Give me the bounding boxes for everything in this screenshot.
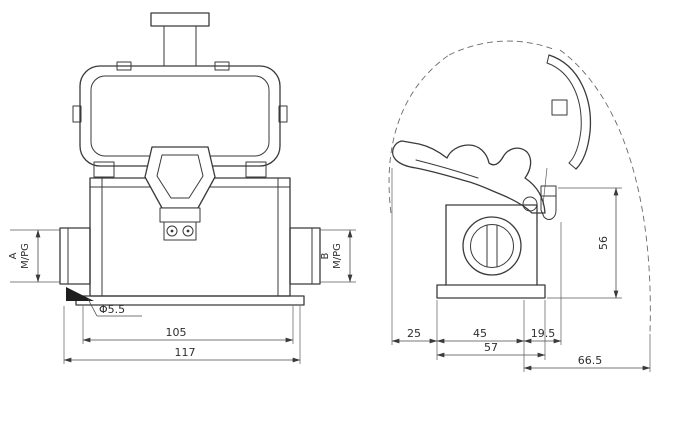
dim-bottom-chain: 25 45 19.5 57 66.5 bbox=[391, 168, 651, 372]
dim-105-label: 105 bbox=[166, 326, 187, 339]
dim-57-label: 57 bbox=[484, 341, 498, 354]
side-view: 56 25 45 19.5 57 66.5 bbox=[388, 40, 651, 372]
lever-pivot bbox=[522, 196, 538, 212]
port-b-thread-label: M/PG bbox=[332, 243, 343, 269]
dim-hole-diameter: Φ5.5 bbox=[87, 298, 142, 317]
open-cover bbox=[542, 54, 592, 206]
screw-left bbox=[166, 225, 178, 237]
dim-25-label: 25 bbox=[407, 327, 421, 340]
top-cap bbox=[150, 12, 210, 67]
latch-hook bbox=[540, 185, 557, 220]
dim-overall-width: 117 bbox=[63, 306, 301, 364]
locking-lever bbox=[392, 140, 557, 220]
cable-port-inner bbox=[470, 224, 514, 268]
dim-port-a: A M/PG bbox=[8, 229, 60, 283]
swing-arc-left bbox=[388, 54, 450, 214]
dim-inner-width: 105 bbox=[82, 306, 294, 344]
gland-boss-a bbox=[59, 227, 91, 285]
lever-swing-arcs bbox=[388, 40, 651, 333]
dim-45-label: 45 bbox=[473, 327, 487, 340]
dim-19-5-label: 19.5 bbox=[531, 327, 556, 340]
gland-boss-b bbox=[289, 227, 321, 285]
side-base-flange bbox=[436, 284, 546, 299]
swing-arc-right bbox=[559, 49, 651, 333]
center-latch bbox=[144, 146, 216, 241]
port-a-thread-label: M/PG bbox=[20, 243, 31, 269]
dim-117-label: 117 bbox=[175, 346, 196, 359]
dim-66-5-label: 66.5 bbox=[578, 354, 603, 367]
dim-port-b: B M/PG bbox=[320, 229, 356, 283]
dim-hole-label: Φ5.5 bbox=[99, 303, 125, 316]
swing-arc-top bbox=[448, 40, 554, 56]
dim-56-label: 56 bbox=[597, 236, 610, 250]
section-wedge bbox=[66, 287, 94, 301]
screw-right bbox=[182, 225, 194, 237]
dim-height-56: 56 bbox=[547, 187, 622, 299]
port-b-label: B bbox=[320, 252, 331, 259]
port-a-label: A bbox=[8, 252, 19, 259]
cable-port-outer bbox=[462, 216, 522, 276]
side-housing-body bbox=[436, 204, 546, 299]
front-view: Φ5.5 105 117 A M/PG B bbox=[8, 12, 356, 364]
